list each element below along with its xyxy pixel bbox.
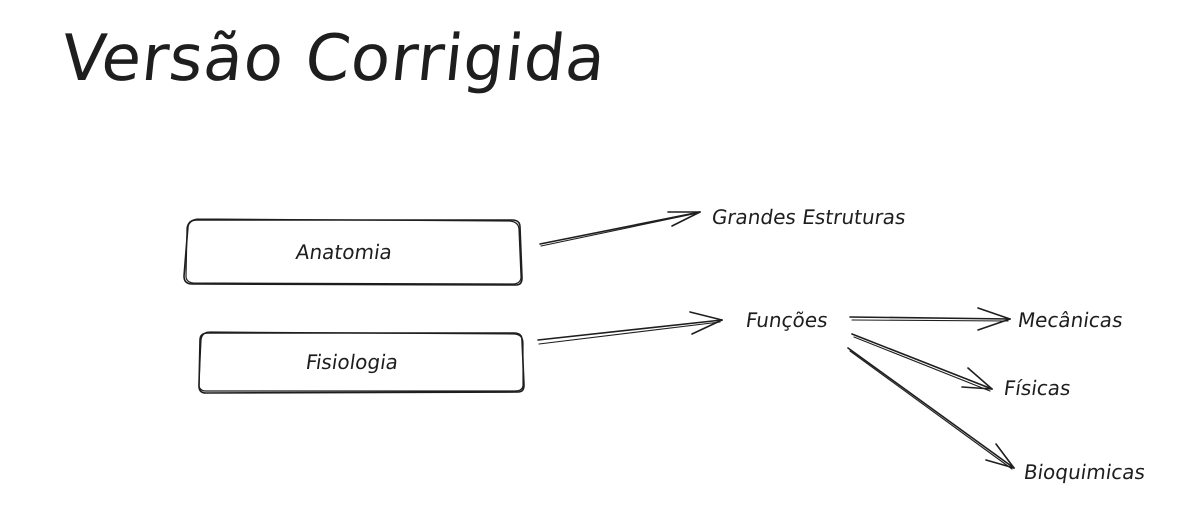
arrow-funcoes-mecanicas	[849, 307, 1011, 331]
anatomia-label: Anatomia	[294, 240, 394, 264]
arrow-funcoes-fisicas	[851, 333, 993, 392]
bioquimicas-label: Bioquimicas	[1022, 460, 1147, 484]
funcoes-label: Funções	[744, 308, 830, 332]
fisiologia-box[interactable]	[198, 331, 525, 394]
arrow-anatomia-grandes-estruturas	[539, 211, 701, 247]
arrow-funcoes-bioquimicas	[847, 347, 1015, 470]
fisicas-label: Físicas	[1002, 376, 1073, 400]
arrow-fisiologia-funcoes	[537, 311, 723, 345]
grandes-estruturas-label: Grandes Estruturas	[710, 205, 908, 229]
mecanicas-label: Mecânicas	[1016, 308, 1125, 332]
fisiologia-label: Fisiologia	[304, 350, 400, 374]
anatomia-box[interactable]	[183, 218, 523, 286]
